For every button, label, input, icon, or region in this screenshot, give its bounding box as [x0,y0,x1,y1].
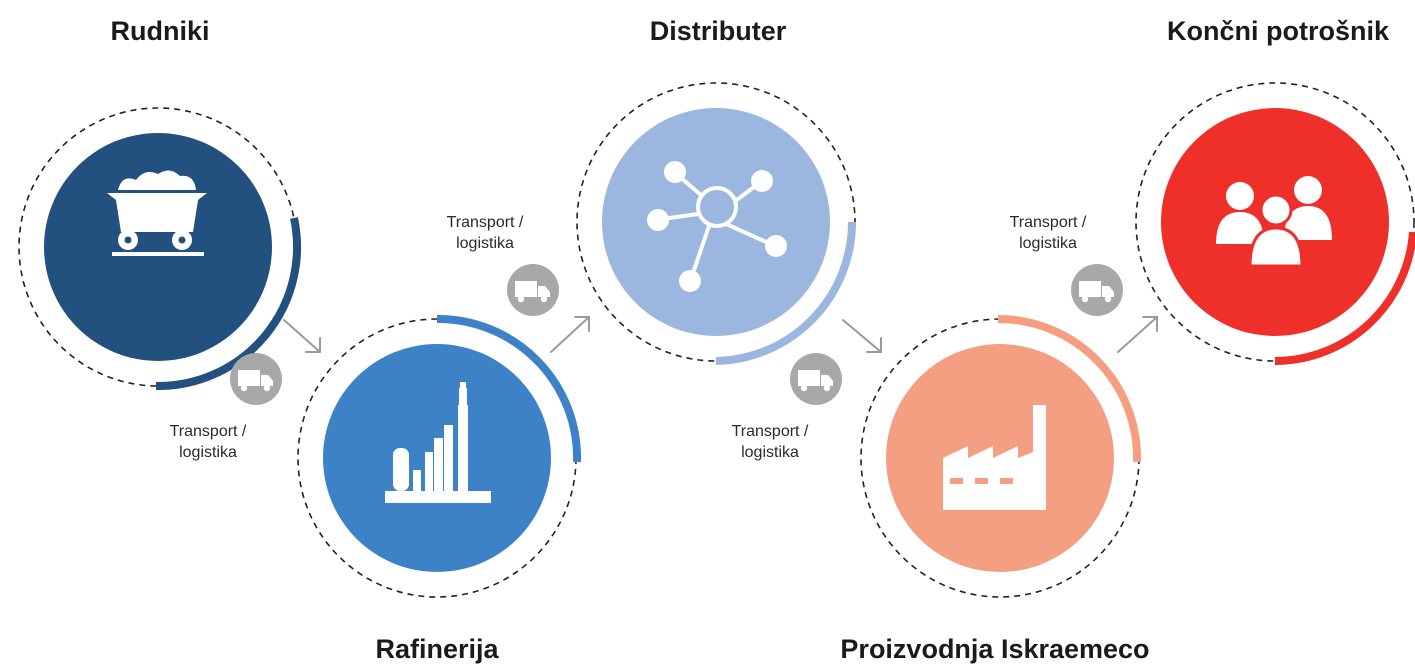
stage-proizvodnja: Proizvodnja Iskraemeco [840,315,1150,664]
flow-arrow-1 [283,319,321,353]
refinery-icon [385,382,491,503]
progress-arc [1274,231,1415,365]
stage-title-distributer: Distributer [650,16,787,46]
transport-label-line2: logistika [179,444,237,461]
stage-circle [602,108,830,336]
dashed-ring [1135,82,1415,362]
stage-rafinerija: Rafinerija [297,314,582,664]
stage-koncni-potrosnik: Končni potrošnik [1135,16,1415,365]
transport-node-1: Transport / logistika [170,353,282,461]
transport-label-line1: Transport / [170,423,247,440]
transport-node-4: Transport / logistika [1010,214,1123,316]
transport-node-3: Transport / logistika [732,353,842,461]
stage-circle [44,133,272,361]
stage-title-rafinerija: Rafinerija [375,634,499,664]
stage-title-rudniki: Rudniki [111,16,210,46]
transport-label-line2: logistika [456,235,514,252]
transport-label-line1: Transport / [447,214,524,231]
stage-rudniki: Rudniki [18,16,302,391]
flow-arrow-4 [1117,316,1158,353]
progress-arc [155,217,302,391]
transport-label-line1: Transport / [732,423,809,440]
stage-distributer: Distributer [576,16,856,365]
mine-cart-icon [107,170,207,256]
truck-icon [515,281,550,303]
flow-arrow-3 [842,319,882,353]
flow-arrow-2 [550,316,590,353]
people-group-icon [1216,176,1332,268]
transport-label-line1: Transport / [1010,214,1087,231]
stage-title-proizvodnja: Proizvodnja Iskraemeco [840,634,1149,664]
progress-arc [436,314,582,463]
stage-title-koncni-potrosnik: Končni potrošnik [1167,16,1390,46]
progress-arc [997,315,1142,463]
transport-label-line2: logistika [1019,235,1077,252]
truck-icon [798,370,833,392]
progress-arc [715,221,856,365]
transport-node-2: Transport / logistika [447,214,559,316]
transport-label-line2: logistika [741,444,799,461]
truck-icon [1079,281,1114,303]
truck-icon [238,370,273,392]
factory-icon [943,405,1046,510]
